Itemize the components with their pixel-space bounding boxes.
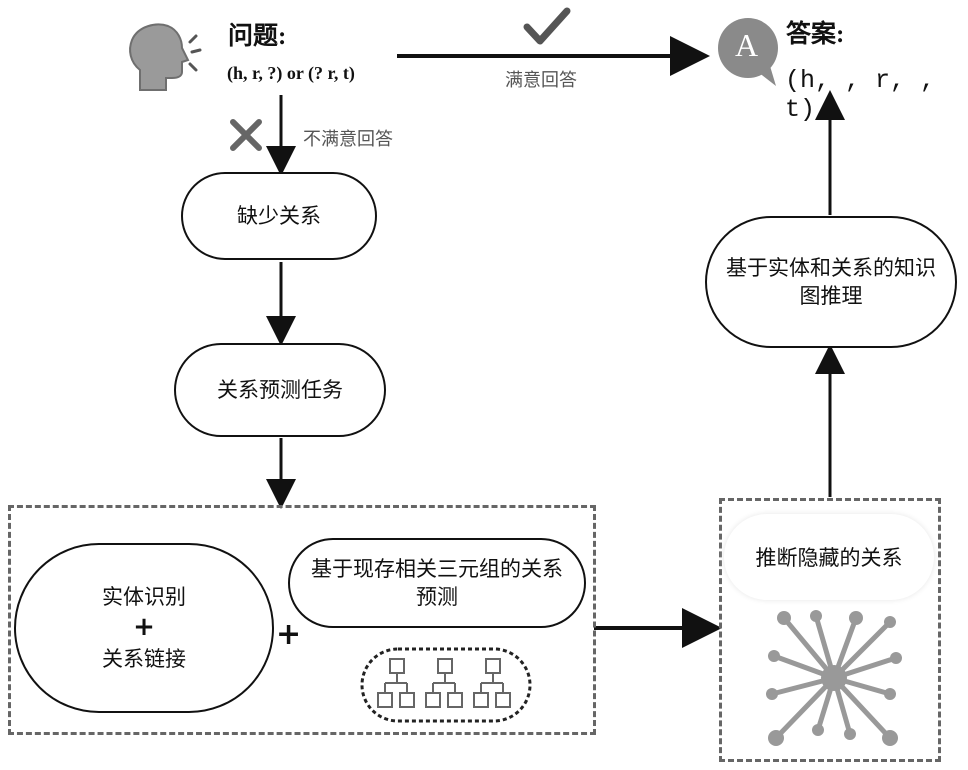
hierarchy-icon (360, 647, 532, 723)
answer-badge-letter: A (735, 27, 758, 64)
triple-based-prediction-node: 基于现存相关三元组的关系 预测 (288, 538, 586, 628)
question-title: 问题: (228, 16, 286, 52)
triple-based-prediction-line2: 预测 (416, 583, 458, 611)
network-icon (756, 598, 916, 758)
entity-recognition-label: 实体识别 (102, 583, 186, 611)
plus-sign: + (133, 611, 155, 645)
infer-hidden-relation-label: 推断隐藏的关系 (756, 542, 903, 572)
kg-reasoning-line1: 基于实体和关系的知识 (726, 254, 936, 282)
check-icon (522, 5, 572, 47)
cross-icon (228, 117, 264, 153)
missing-relation-node: 缺少关系 (181, 172, 377, 260)
missing-relation-label: 缺少关系 (237, 202, 321, 230)
plus-sign: + (276, 617, 301, 652)
answer-title: 答案: (786, 14, 844, 50)
speaking-head-icon (126, 20, 206, 94)
infer-hidden-relation-node: 推断隐藏的关系 (724, 514, 934, 600)
relation-prediction-task-node: 关系预测任务 (174, 343, 386, 437)
kg-reasoning-node: 基于实体和关系的知识 图推理 (705, 216, 957, 348)
entity-recognition-node: 实体识别 + 关系链接 (14, 543, 274, 713)
satisfied-label: 满意回答 (505, 66, 577, 92)
unsatisfied-label: 不满意回答 (303, 125, 393, 151)
triple-based-prediction-line1: 基于现存相关三元组的关系 (311, 555, 563, 583)
question-formula: (h, r, ?) or (? r, t) (227, 63, 355, 84)
relation-prediction-task-label: 关系预测任务 (217, 376, 343, 404)
kg-reasoning-line2: 图推理 (800, 282, 863, 310)
answer-formula: (h, , r, , t) (785, 66, 968, 124)
relation-linking-label: 关系链接 (102, 645, 186, 673)
